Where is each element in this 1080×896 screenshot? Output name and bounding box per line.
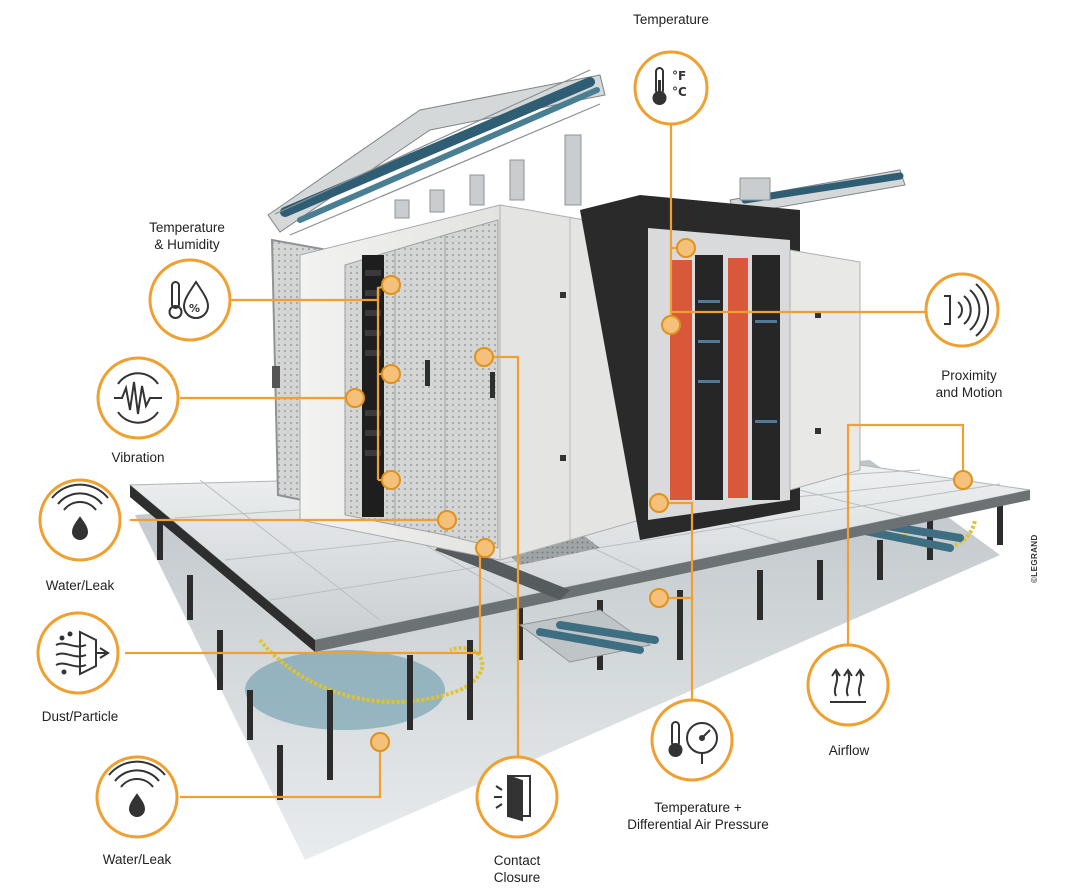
temperature-humidity-badge: % [148, 258, 232, 342]
proximity-motion-badge [924, 272, 1000, 348]
label-water-leak-1: Water/Leak [30, 577, 130, 594]
water-drop-leak-icon [108, 760, 166, 817]
label-line: & Humidity [154, 237, 220, 252]
water-leak-badge-2 [95, 755, 179, 839]
temperature-badge: °F °C [633, 50, 709, 126]
rack-cabinets-left [270, 204, 641, 561]
airflow-arrows-icon [830, 668, 866, 703]
rack-red-panel [670, 260, 692, 500]
open-floor-tile [435, 540, 570, 600]
label-line: Vibration [111, 450, 165, 465]
dust-particle-badge [36, 611, 120, 695]
label-temperature-humidity: Temperature & Humidity [132, 219, 242, 253]
temp-diff-pressure-badge [650, 698, 734, 782]
svg-text:°C: °C [672, 85, 687, 99]
label-temperature: Temperature [618, 11, 724, 28]
label-proximity-motion: Proximity and Motion [916, 367, 1022, 401]
label-line: Closure [493, 870, 541, 885]
dust-particle-filter-icon [55, 630, 110, 676]
label-line: and Motion [935, 385, 1003, 400]
label-line: Temperature + [654, 800, 742, 815]
label-temp-diff-pressure: Temperature + Differential Air Pressure [608, 799, 788, 833]
water-puddle [245, 650, 445, 730]
airflow-badge [806, 643, 890, 727]
label-line: Temperature [149, 220, 225, 235]
copyright-legrand: ©LEGRAND [1030, 534, 1039, 583]
thermometer-fahrenheit-celsius-icon: °F °C [652, 67, 687, 105]
label-vibration: Vibration [90, 449, 186, 466]
thermometer-pressure-gauge-icon [668, 721, 718, 764]
thermometer-humidity-drop-icon: % [168, 280, 210, 319]
label-line: Contact [493, 853, 541, 868]
label-dust-particle: Dust/Particle [20, 708, 140, 725]
label-contact-closure: Contact Closure [470, 852, 564, 886]
vibration-badge [96, 356, 180, 440]
label-water-leak-2: Water/Leak [82, 851, 192, 868]
svg-text:%: % [189, 302, 200, 315]
door-contact-icon [494, 774, 531, 822]
sensor-points [345, 238, 973, 752]
label-line: Water/Leak [45, 578, 115, 593]
label-line: Temperature [633, 12, 709, 27]
water-drop-leak-icon [51, 483, 109, 540]
leak-detection-cable [258, 638, 485, 704]
label-line: Airflow [828, 743, 870, 758]
contact-closure-badge [475, 755, 559, 839]
label-line: Proximity [941, 368, 997, 383]
label-airflow: Airflow [806, 742, 892, 759]
water-leak-badge-1 [38, 478, 122, 562]
svg-text:°F: °F [672, 69, 686, 83]
label-line: Differential Air Pressure [627, 817, 769, 832]
proximity-motion-waves-icon [944, 283, 990, 337]
label-line: Water/Leak [102, 852, 172, 867]
hot-aisle-containment [580, 195, 861, 540]
vibration-wave-icon [114, 372, 162, 424]
overhead-cable-tray [267, 69, 906, 236]
label-line: Dust/Particle [41, 709, 119, 724]
